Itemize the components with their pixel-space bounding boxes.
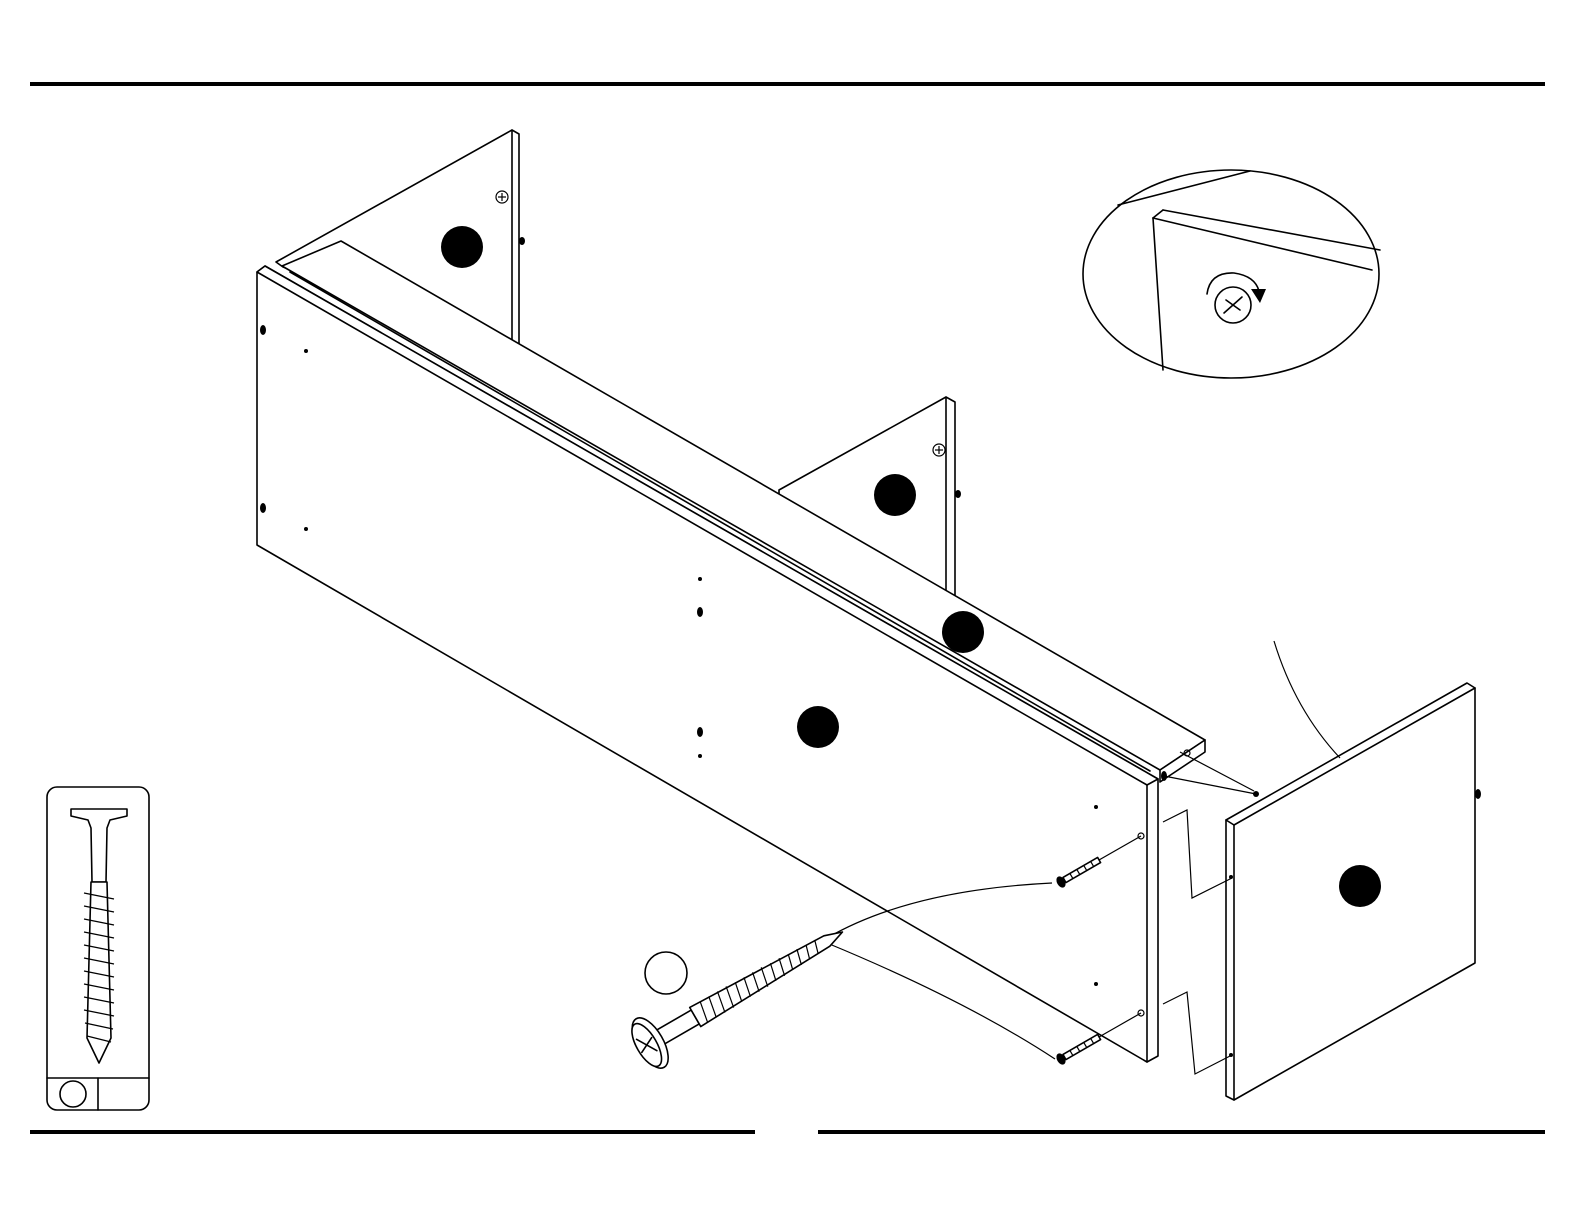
marker-top-rail xyxy=(942,611,984,653)
screw-icon xyxy=(624,908,856,1074)
end-panel-right xyxy=(1226,683,1481,1100)
marker-front-panel xyxy=(797,706,839,748)
detail-inset xyxy=(1083,170,1380,378)
parts-card xyxy=(47,787,149,1110)
marker-divider-panel xyxy=(874,474,916,516)
marker-side-panel-back-left xyxy=(441,226,483,268)
screw-label-badge xyxy=(645,952,687,994)
small-screw-lower xyxy=(1055,1032,1103,1066)
parts-card-badge xyxy=(60,1081,86,1107)
marker-end-panel-right xyxy=(1339,865,1381,907)
